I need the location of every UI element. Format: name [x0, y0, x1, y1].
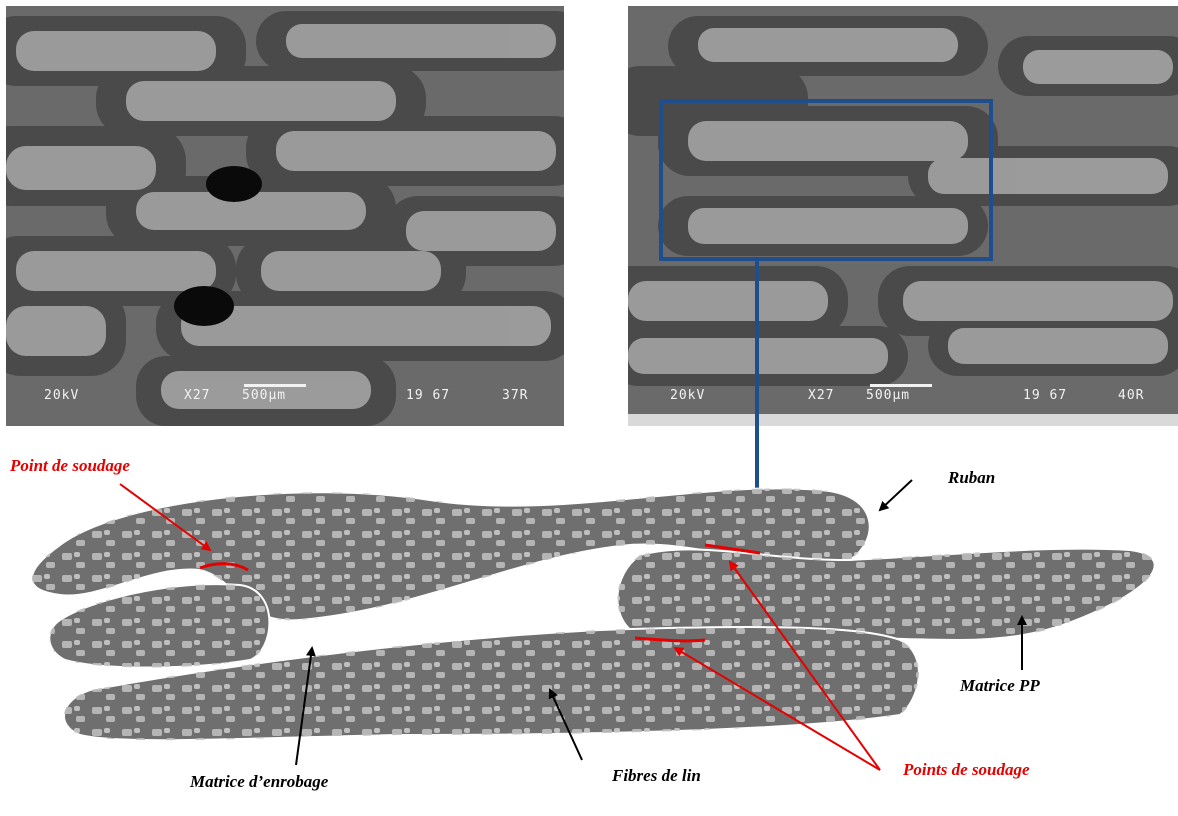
label-points-de-soudage: Points de soudage — [903, 760, 1030, 780]
label-matrice-pp: Matrice PP — [960, 676, 1040, 696]
zoom-region-box — [661, 101, 991, 259]
label-ruban: Ruban — [948, 468, 995, 488]
arrow-ruban — [880, 480, 912, 510]
label-matrice-enrobage: Matrice d’enrobage — [190, 772, 328, 792]
label-fibres-de-lin: Fibres de lin — [612, 766, 701, 786]
tape-right — [617, 549, 1154, 640]
label-point-de-soudage: Point de soudage — [10, 456, 130, 476]
tape-left — [49, 584, 269, 667]
